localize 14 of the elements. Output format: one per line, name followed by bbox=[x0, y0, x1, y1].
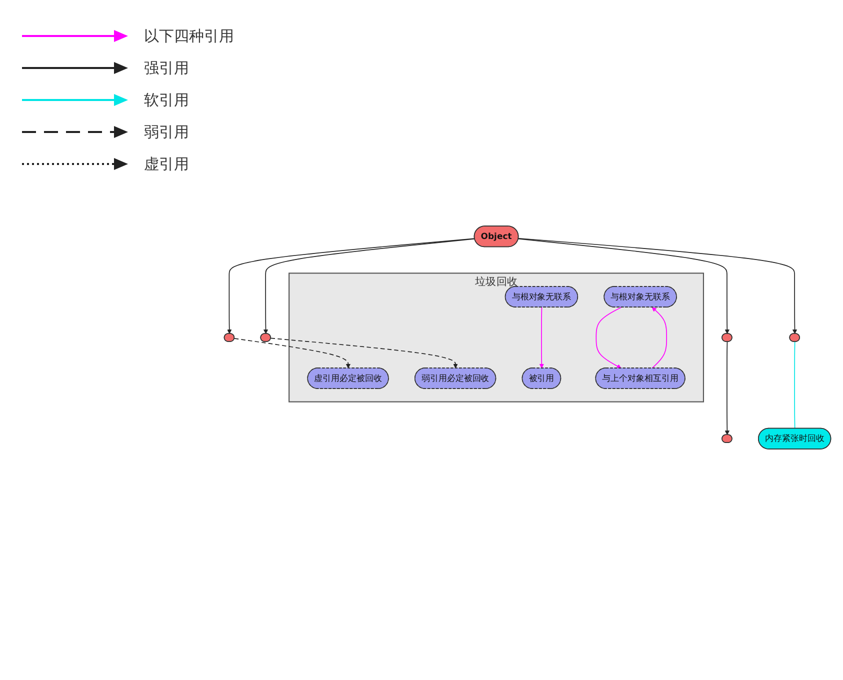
legend-text: 以下四种引用 bbox=[144, 26, 234, 46]
arrow bbox=[596, 306, 622, 368]
legend-text: 强引用 bbox=[144, 58, 189, 78]
legend-text: 虚引用 bbox=[144, 154, 189, 174]
connector bbox=[794, 341, 796, 429]
arrow bbox=[539, 306, 544, 368]
arrow bbox=[270, 338, 458, 368]
arrow bbox=[652, 307, 668, 369]
arrow bbox=[234, 338, 351, 368]
legend-text: 软引用 bbox=[144, 90, 189, 110]
arrow bbox=[518, 238, 798, 334]
legend-text: 弱引用 bbox=[144, 122, 189, 142]
arrow bbox=[724, 341, 730, 436]
arrow bbox=[518, 238, 730, 334]
